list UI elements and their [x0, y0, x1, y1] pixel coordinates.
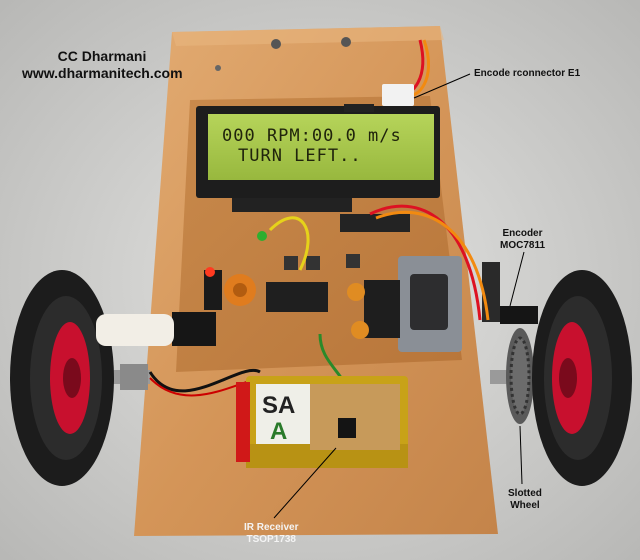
left-wheel [10, 270, 114, 486]
callout-slotted-wheel: Slotted Wheel [508, 488, 542, 512]
callout-encoder-line2: MOC7811 [500, 240, 546, 251]
capacitor [351, 321, 369, 339]
callout-line [519, 425, 523, 485]
callout-line [273, 447, 337, 519]
callout-encoder: Encoder MOC7811 [500, 228, 545, 252]
wire-yellow [268, 216, 310, 271]
ic-socket [364, 280, 400, 338]
wire-orange [375, 210, 490, 321]
callout-encoder-connector: Encode rconnector E1 [474, 68, 581, 79]
wire-black [148, 368, 261, 393]
right-wheel [532, 270, 632, 486]
lcd-line-1: 000 RPM:00.0 m/s [222, 126, 402, 146]
slotted-wheel [506, 328, 534, 424]
push-button [346, 254, 360, 268]
ic-chip [266, 282, 328, 312]
lcd-screen [208, 114, 434, 180]
red-led [205, 267, 215, 277]
mount-hole [341, 37, 351, 47]
callout-ir-receiver: IR Receiver TSOP1738 [244, 522, 298, 546]
lcd-line-2: TURN LEFT.. [238, 146, 362, 166]
callout-slotted-line2: Wheel [510, 500, 540, 511]
mount-hole [271, 39, 281, 49]
encoder-sensor [500, 306, 538, 324]
author-name: CC Dharmani [57, 48, 147, 64]
credit-block: CC Dharmani www.dharmanitech.com [22, 48, 183, 82]
encoder-connector [382, 84, 414, 106]
website-url: www.dharmanitech.com [22, 65, 183, 81]
callout-ir-line1: IR Receiver [244, 522, 299, 533]
callout-line [413, 73, 471, 99]
push-button [306, 256, 320, 270]
ir-receiver-board [310, 384, 400, 450]
push-button [284, 256, 298, 270]
capacitor [347, 283, 365, 301]
tsop1738-sensor [338, 418, 356, 438]
callout-encoder-line1: Encoder [502, 228, 543, 239]
callout-line [509, 251, 525, 307]
green-led [257, 231, 267, 241]
callout-slotted-line1: Slotted [508, 488, 542, 499]
battery-brand: SA [262, 392, 296, 419]
battery-clip [236, 382, 250, 462]
dc-power-jack [172, 312, 216, 346]
battery-letter: A [270, 418, 288, 445]
power-plug [96, 314, 174, 346]
callout-ir-line2: TSOP1738 [246, 534, 296, 545]
